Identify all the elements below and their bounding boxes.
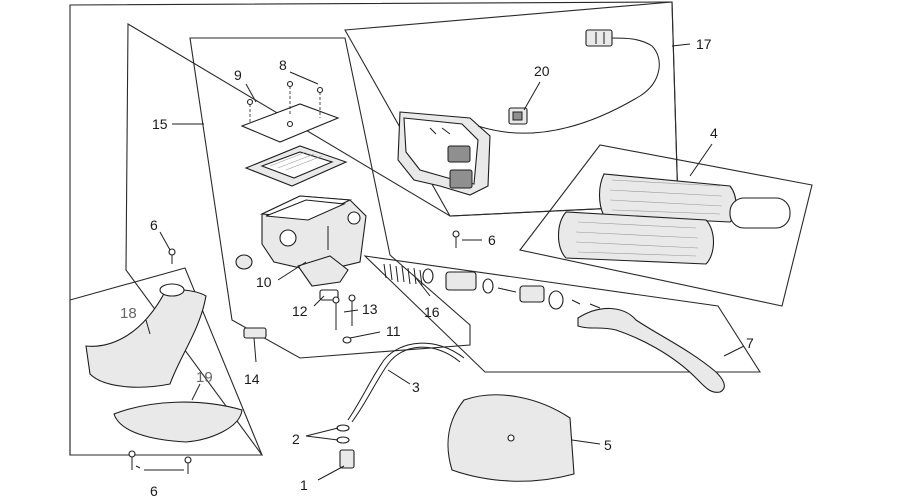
callout-8: 8 xyxy=(279,57,287,73)
brake-lever-7 xyxy=(571,299,725,393)
connector-block-20 xyxy=(508,107,528,125)
lever-frame xyxy=(363,255,762,373)
lower-cover-frame xyxy=(69,267,263,456)
callout-2: 2 xyxy=(292,431,300,447)
cover-screws-8 xyxy=(246,80,324,128)
callout-19: 19 xyxy=(196,369,213,386)
brake-hose-3 xyxy=(347,342,465,423)
callout-6-cover: 6 xyxy=(150,217,158,233)
callout-17: 17 xyxy=(696,36,712,52)
cover-screws-6 xyxy=(128,230,460,474)
pump-body-frame xyxy=(189,37,471,359)
callout-20: 20 xyxy=(534,63,550,79)
callout-1: 1 xyxy=(300,477,308,493)
callout-6-lower: 6 xyxy=(150,483,158,499)
diaphragm-seal xyxy=(244,145,348,187)
callout-6-housing: 6 xyxy=(488,232,496,248)
switch-housing xyxy=(397,111,491,196)
cable-connector-17 xyxy=(477,29,660,134)
handlebar-grips-4 xyxy=(557,173,791,265)
callout-11: 11 xyxy=(386,323,401,339)
cap-plug xyxy=(235,254,253,270)
callout-14: 14 xyxy=(244,371,260,387)
callout-4: 4 xyxy=(710,125,718,141)
callout-12: 12 xyxy=(292,303,308,319)
callout-9: 9 xyxy=(234,67,242,83)
callout-18: 18 xyxy=(120,305,137,322)
callout-15: 15 xyxy=(152,116,168,132)
upper-cover-18 xyxy=(85,283,207,388)
callout-labels: 1 2 3 4 5 6 6 6 7 8 9 10 11 12 13 14 15 … xyxy=(120,36,754,499)
callout-5: 5 xyxy=(604,437,612,453)
callout-7: 7 xyxy=(746,335,754,351)
callout-16: 16 xyxy=(424,304,440,320)
protective-cover-5 xyxy=(447,394,575,482)
callout-leaders xyxy=(135,43,745,481)
callout-13: 13 xyxy=(362,301,378,317)
callout-10: 10 xyxy=(256,274,272,290)
banjo-bolt-1 xyxy=(339,449,355,469)
callout-3: 3 xyxy=(412,379,420,395)
grips-frame xyxy=(519,144,813,307)
lower-cover-19 xyxy=(113,401,243,443)
master-cylinder-body-10 xyxy=(259,195,367,273)
piston-kit-16 xyxy=(383,263,564,310)
washer-11 xyxy=(342,336,352,344)
lever-pivot-12 xyxy=(297,255,349,301)
copper-washers-2 xyxy=(336,424,350,444)
screws-13 xyxy=(332,294,356,330)
brake-switch-14 xyxy=(243,327,267,339)
